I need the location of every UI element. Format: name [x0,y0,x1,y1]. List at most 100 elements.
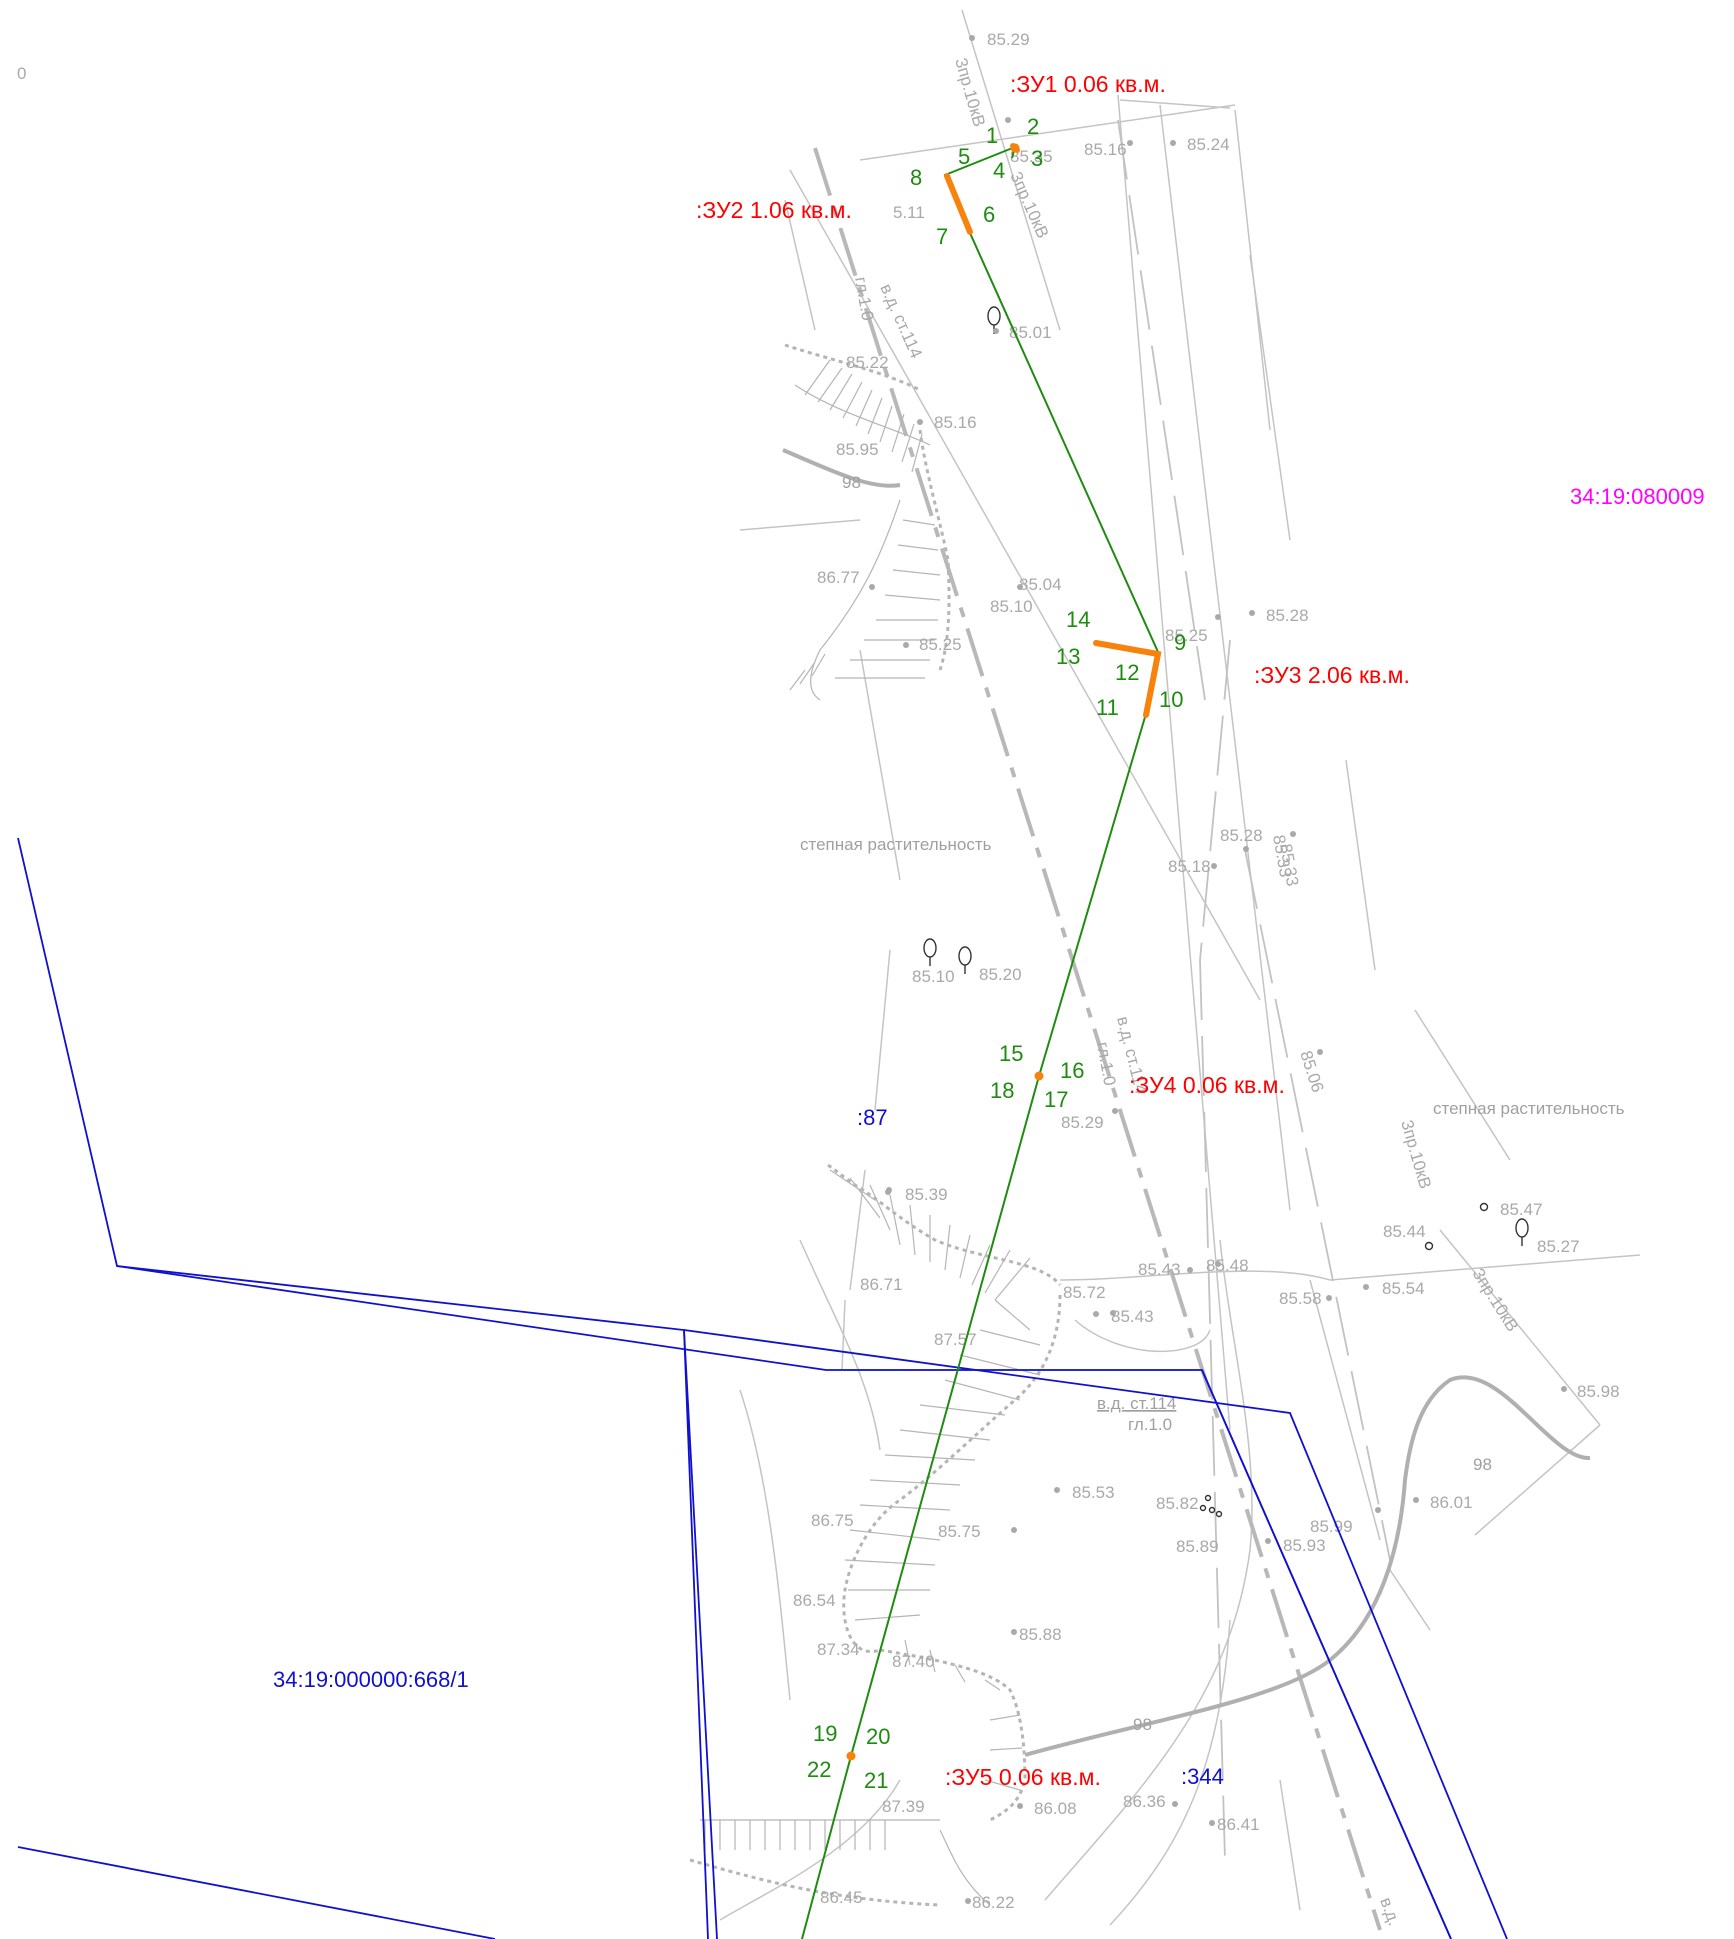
elevation-label: 85.10 [912,967,955,986]
point-number: 16 [1060,1058,1084,1083]
elevation-label: 85.18 [1168,857,1211,876]
elevation-label: 86.75 [811,1511,854,1530]
vegetation-label: степная растительность [1433,1099,1625,1118]
land-plot-labels: :ЗУ1 0.06 кв.м. :ЗУ2 1.06 кв.м. :ЗУ3 2.0… [696,71,1410,1790]
topo-lines [719,9,1641,1926]
zu1-point [1010,143,1020,153]
point-number: 15 [999,1041,1023,1066]
elevation-label: 85.54 [1382,1279,1425,1298]
elevation-label: 86.08 [1034,1799,1077,1818]
zu5-point [846,1751,856,1761]
point-number: 4 [993,158,1005,183]
elevation-label: 85.47 [1500,1200,1543,1219]
point-number: 18 [990,1078,1014,1103]
elevation-dots [869,35,1567,1904]
elevation-label: 85.88 [1019,1625,1062,1644]
elevation-label: 85.44 [1383,1222,1426,1241]
elevation-label: 5.11 [893,203,925,222]
pipe-label: в.д. ст.114 [876,281,926,361]
point-number: 10 [1159,687,1183,712]
elevation-label: 85.35 [1010,147,1053,166]
zu3-label: :ЗУ3 2.06 кв.м. [1254,662,1410,688]
zu3-shape [1093,640,1162,718]
elevation-label: 85.29 [987,30,1030,49]
elevation-label: 85.53 [1072,1483,1115,1502]
elevation-label: 85.06 [1296,1048,1327,1094]
point-number: 7 [936,224,948,249]
elevation-label: 87.34 [817,1640,860,1659]
point-number: 14 [1066,607,1090,632]
elevation-label: 85.27 [1537,1237,1580,1256]
pipe-label: в.д. ст.114 [1097,1394,1176,1413]
elevation-label: 85.10 [990,597,1033,616]
elevation-label: 85.93 [1283,1536,1326,1555]
elevation-label: 85.58 [1279,1289,1322,1308]
elevation-label: 85.04 [1019,575,1062,594]
point-number: 6 [983,202,995,227]
elevation-label: 86.01 [1430,1493,1473,1512]
elevation-label: 85.01 [1009,323,1052,342]
point-number: 17 [1044,1087,1068,1112]
zu5-label: :ЗУ5 0.06 кв.м. [945,1764,1101,1790]
point-number: 21 [864,1768,888,1793]
contour-98 [782,448,1591,1757]
elevation-label: 87.57 [934,1330,977,1349]
elevation-labels: 85.29 85.16 85.24 85.35 5.11 85.01 85.22… [793,30,1620,1912]
elevation-label: 85.25 [1165,626,1208,645]
point-number: 8 [910,165,922,190]
point-number: 12 [1115,660,1139,685]
elevation-label: 85.25 [919,635,962,654]
zu4-label: :ЗУ4 0.06 кв.м. [1129,1072,1285,1098]
point-number: 20 [866,1724,890,1749]
elevation-label: 85.24 [1187,135,1230,154]
elevation-label: 85.16 [1084,140,1127,159]
topo-annotations: 3пр.10кВ 3пр.10кВ в.д. ст.114 гл.1.0 сте… [800,56,1625,1928]
elevation-label: 85.29 [1061,1113,1104,1132]
elevation-label: 86.54 [793,1591,836,1610]
elevation-label: 86.22 [972,1893,1015,1912]
elevation-label: 86.77 [817,568,860,587]
elevation-label: 85.95 [836,440,879,459]
elevation-label: 86.36 [1123,1792,1166,1811]
pipe-depth-label: гл.1.0 [851,275,877,322]
corner-label: 0 [17,64,26,83]
elevation-label: 87.40 [892,1652,935,1671]
zu1-label: :ЗУ1 0.06 кв.м. [1010,71,1166,97]
tree-icon [923,938,937,966]
cadastral-parcel-344-label: :344 [1181,1764,1224,1789]
tree-icon [958,946,972,974]
pipe-depth-label: гл.1.0 [1128,1415,1172,1434]
vegetation-label: степная растительность [800,835,992,854]
tree-icon [987,306,1001,334]
power-line-label: 3пр.10кВ [1397,1118,1435,1191]
elevation-label: 85.89 [1176,1537,1219,1556]
tree-symbols [923,306,1529,1518]
point-number: 5 [958,144,970,169]
zu2-label: :ЗУ2 1.06 кв.м. [696,197,852,223]
elevation-label: 86.71 [860,1275,903,1294]
contour-label: 98 [1473,1455,1492,1474]
cadastral-quarter-label: 34:19:080009 [1570,484,1705,509]
zu2-shape [944,173,973,235]
pipe-depth-label: гл.1.0 [1093,1040,1119,1087]
elevation-label: 86.45 [820,1888,863,1907]
power-line-label: 3пр.10кВ [1469,1265,1522,1335]
elevation-label: 85.22 [846,353,889,372]
topo-dashed [813,119,1391,1931]
elevation-label: 85.16 [934,413,977,432]
elevation-label: 85.20 [979,965,1022,984]
elevation-label: 85.98 [1577,1382,1620,1401]
elevation-label: 85.33 [1276,842,1302,887]
point-number: 11 [1096,695,1119,720]
contour-label: 98 [1133,1715,1152,1734]
elevation-label: 85.82 [1156,1494,1199,1513]
elevation-label: 85.28 [1220,826,1263,845]
elevation-label: 85.28 [1266,606,1309,625]
point-markers [846,143,1044,1761]
point-number: 9 [1174,630,1186,655]
point-number: 1 [986,123,998,148]
elevation-label: 87.39 [882,1797,925,1816]
elevation-label: 85.48 [1206,1256,1249,1275]
zu4-point [1034,1071,1044,1081]
